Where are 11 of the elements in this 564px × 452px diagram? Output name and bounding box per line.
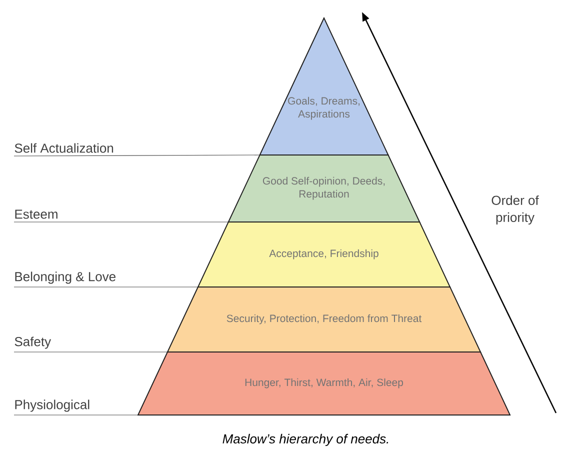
side-label: Order of priority xyxy=(492,195,539,225)
leader-line xyxy=(14,286,198,288)
level-label: Esteem xyxy=(15,210,58,219)
level-label: Self Actualization xyxy=(14,143,114,153)
pyramid-band: Good Self-opinion, Deeds, Reputation xyxy=(228,154,420,222)
leader-line xyxy=(14,154,260,156)
caption: Maslow’s hierarchy of needs. xyxy=(222,434,388,446)
level-label: Belonging & Love xyxy=(15,272,116,284)
level-label: Physiological xyxy=(15,400,90,412)
leader-line xyxy=(14,414,138,416)
level-label: Safety xyxy=(14,336,52,349)
